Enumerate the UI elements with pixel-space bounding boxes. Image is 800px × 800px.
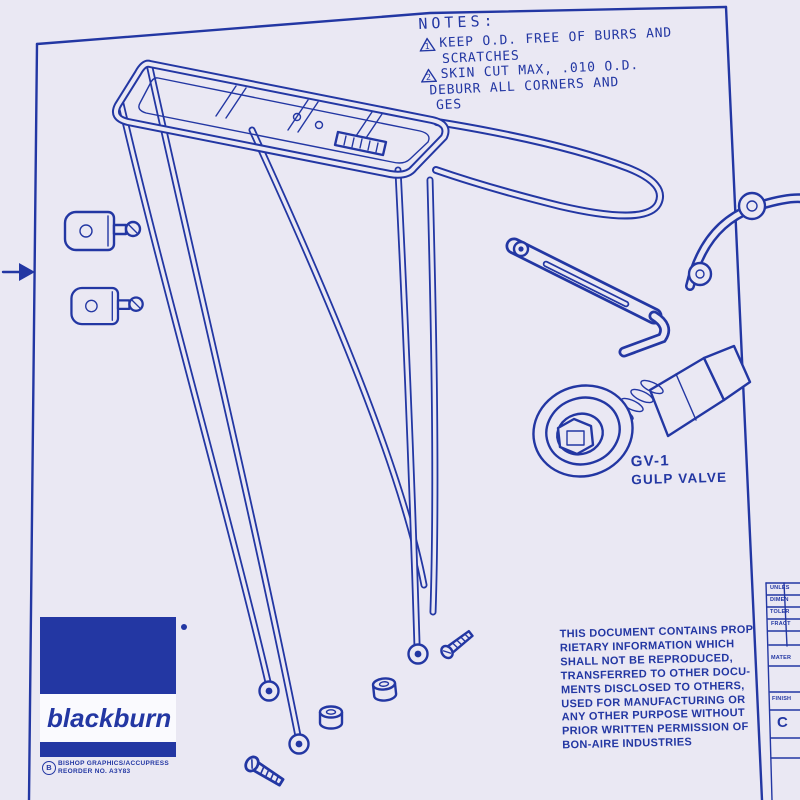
titleblock-fragment: FRACT xyxy=(771,621,791,627)
valve-label: GV-1 GULP VALVE xyxy=(630,451,728,488)
note-item-1: 1 KEEP O.D. FREE OF BURRS AND xyxy=(419,26,672,53)
printer-logo-icon: B xyxy=(42,761,56,775)
brand-tag xyxy=(333,130,388,157)
titleblock-fragment: FINISH xyxy=(772,696,792,702)
title-block-grid xyxy=(765,582,800,800)
notes-block: NOTES: 1 KEEP O.D. FREE OF BURRS AND SCR… xyxy=(418,4,675,115)
strut-drawing xyxy=(514,242,665,352)
blackburn-logo-text: blackburn xyxy=(47,702,172,733)
note-flag-triangle-icon: 2 xyxy=(420,68,438,83)
valve-code: GV-1 xyxy=(630,452,670,471)
titleblock-fragment: DIMEN xyxy=(770,597,789,603)
gulp-valve-drawing xyxy=(532,344,752,478)
proprietary-notice: THIS DOCUMENT CONTAINS PROP RIETARY INFO… xyxy=(560,624,760,754)
printer-credit-line: BISHOP GRAPHICS/ACCUPRESS xyxy=(58,760,170,767)
valve-name: GULP VALVE xyxy=(631,469,728,488)
note-flag-number: 2 xyxy=(426,73,432,83)
printer-credit: BISHOP GRAPHICS/ACCUPRESS REORDER NO. A3… xyxy=(58,760,169,775)
note-item-2: 2 SKIN CUT MAX, .010 O.D. xyxy=(420,56,673,83)
adjacent-part-drawing xyxy=(689,191,800,286)
blackburn-logo-strip: blackburn xyxy=(40,694,176,742)
sheet-borders xyxy=(27,5,764,800)
titleblock-fragment: MATER xyxy=(771,655,792,661)
ink-dot xyxy=(181,624,187,630)
rack-drawing xyxy=(116,64,665,755)
drawing-size-letter: C xyxy=(777,714,788,731)
note-flag-triangle-icon: 1 xyxy=(419,37,436,52)
titleblock-fragment: UNLES xyxy=(770,585,790,591)
clamp-parts-drawing xyxy=(63,210,144,326)
note-text: GES xyxy=(435,97,463,114)
direction-arrow-icon xyxy=(1,263,35,281)
titleblock-fragment: TOLER xyxy=(770,609,790,615)
printer-credit-line: REORDER NO. A3Y83 xyxy=(58,767,131,775)
note-flag-number: 1 xyxy=(424,42,430,52)
